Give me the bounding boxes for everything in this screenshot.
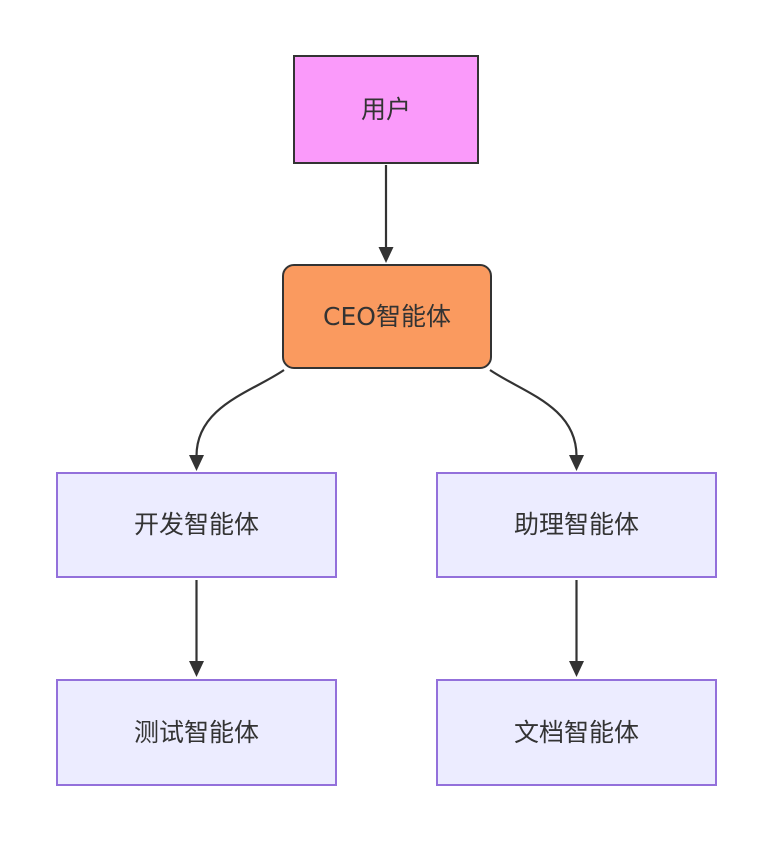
edge-ceo-assistant [489, 369, 584, 471]
arrowhead-assistant-doc [569, 661, 584, 677]
node-assistant-agent-label: 助理智能体 [513, 510, 639, 539]
arrowhead-ceo-dev [189, 455, 204, 471]
edge-dev-test [189, 580, 204, 677]
node-ceo-agent: CEO智能体 [282, 264, 492, 369]
node-test-agent: 测试智能体 [56, 679, 337, 786]
arrowhead-user-ceo [378, 247, 394, 263]
node-dev-agent-label: 开发智能体 [133, 510, 259, 539]
node-user-label: 用户 [360, 94, 411, 124]
arrowhead-dev-test [189, 661, 204, 677]
node-assistant-agent: 助理智能体 [436, 472, 717, 578]
node-dev-agent: 开发智能体 [56, 472, 337, 578]
node-ceo-agent-label: CEO智能体 [323, 301, 451, 331]
edge-user-ceo [378, 165, 394, 263]
node-user: 用户 [293, 55, 479, 164]
edge-assistant-doc [569, 580, 584, 677]
node-doc-agent: 文档智能体 [436, 679, 717, 786]
arrowhead-ceo-assistant [569, 455, 584, 471]
node-test-agent-label: 测试智能体 [133, 717, 259, 747]
edge-ceo-dev [189, 369, 285, 471]
node-doc-agent-label: 文档智能体 [513, 717, 639, 747]
